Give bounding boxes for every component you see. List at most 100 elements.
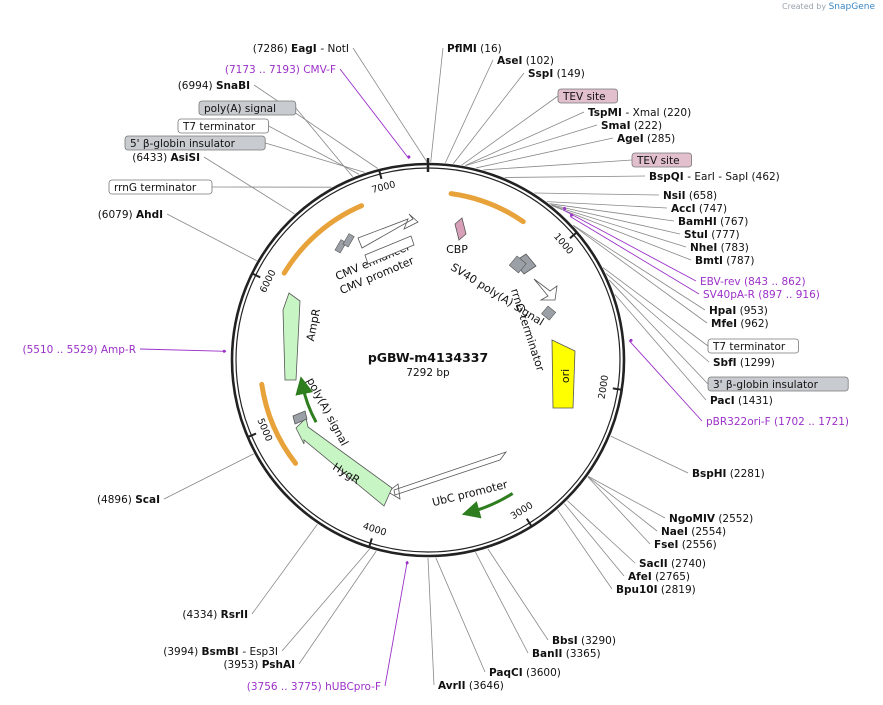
- enzyme-agei-pos: (285): [644, 133, 676, 145]
- enzyme-bspqi-extra: - EarI - SapI: [687, 171, 748, 183]
- leader-bsphi: [610, 435, 689, 474]
- feature-box-label-tev-site: TEV site: [636, 155, 680, 167]
- enzyme-acci: AccI (747): [671, 203, 727, 215]
- feature-box-label-t7-terminator: T7 terminator: [182, 121, 256, 133]
- enzyme-stui-name: StuI: [684, 229, 708, 241]
- enzyme-bmti-name: BmtI: [695, 255, 723, 267]
- enzyme-bsphi: BspHI (2281): [692, 468, 765, 480]
- enzyme-banii-name: BanII: [532, 648, 562, 660]
- enzyme-mfei-name: MfeI: [711, 318, 737, 330]
- leader-bsmbi: [281, 548, 370, 652]
- box-leader: [602, 267, 709, 347]
- enzyme-eagi-name: EagI: [291, 43, 320, 55]
- tick-mark-2000: [612, 387, 623, 391]
- enzyme-tspmi-pos: (220): [660, 107, 692, 119]
- primer-pbr322ori-f-range: (1702 .. 1721): [771, 416, 849, 428]
- enzyme-eagi-pos: (7286): [253, 43, 291, 55]
- feature-ori-shape: [551, 339, 576, 409]
- leader-snabi: [253, 84, 378, 169]
- primer-sv40pa-r: SV40pA-R (897 .. 916): [703, 289, 820, 301]
- enzyme-nsii-pos: (658): [686, 190, 718, 202]
- enzyme-stui-pos: (777): [708, 229, 740, 241]
- enzyme-afei-name: AfeI: [628, 571, 652, 583]
- enzyme-banii: BanII (3365): [532, 648, 601, 660]
- primer-amp-r-name: Amp-R: [98, 344, 137, 356]
- leader-hpai: [572, 224, 706, 311]
- enzyme-hpai-name: HpaI: [709, 305, 736, 317]
- leader-bpu10i: [557, 509, 613, 590]
- tick-mark-1000: [569, 230, 579, 239]
- feature-marker: [541, 305, 557, 321]
- enzyme-paqci-pos: (3600): [523, 667, 561, 679]
- leader-ahdi: [166, 213, 257, 262]
- primer-ebv-rev-name: EBV-rev: [700, 276, 741, 288]
- leader-naei: [587, 476, 658, 532]
- enzyme-tspmi: TspMI - XmaI (220): [588, 107, 691, 119]
- enzyme-banii-pos: (3365): [562, 648, 600, 660]
- feature-box: [124, 135, 266, 151]
- enzyme-sacii: SacII (2740): [639, 558, 706, 570]
- enzyme-pflmi: PflMI (16): [447, 43, 502, 55]
- leader-asisi: [203, 156, 295, 215]
- enzyme-snabi-pos: (6994): [178, 80, 216, 92]
- enzyme-sspi: SspI (149): [528, 68, 585, 80]
- green-primer-arrow: [295, 376, 318, 423]
- enzyme-ngomiv-pos: (2552): [715, 513, 753, 525]
- leader-agei: [476, 137, 614, 169]
- leader-tspmi: [465, 111, 585, 166]
- primer-cmv-f-range: (7173 .. 7193): [225, 64, 300, 76]
- leader-nhei: [551, 204, 687, 248]
- feature-box: [108, 179, 213, 195]
- leader-paci: [614, 294, 707, 401]
- enzyme-asei-name: AseI: [497, 55, 522, 67]
- enzyme-ngomiv-name: NgoMIV: [669, 513, 716, 525]
- enzyme-bspqi-name: BspQI: [649, 171, 687, 183]
- primer-site-cmv-f: [407, 155, 411, 159]
- label-leader-lines: [139, 47, 710, 687]
- enzyme-sbfi: SbfI (1299): [713, 357, 775, 369]
- feature-box-label-5-globin-insulator: 5' β-globin insulator: [130, 138, 236, 150]
- enzyme-snabi-name: SnaBI: [216, 80, 250, 92]
- enzyme-bsphi-name: BspHI: [692, 468, 726, 480]
- box-leader: [461, 95, 559, 166]
- feature-box: [707, 376, 849, 392]
- enzyme-rsrii-name: RsrII: [221, 609, 248, 621]
- feature-box-label-t7-terminator: T7 terminator: [712, 341, 786, 353]
- plasmid-size: 7292 bp: [406, 367, 450, 379]
- orange-feature-arc: [448, 191, 526, 225]
- enzyme-stui: StuI (777): [684, 229, 740, 241]
- leader-mfei: [573, 225, 708, 324]
- enzyme-afei: AfeI (2765): [628, 571, 690, 583]
- enzyme-hpai: HpaI (953): [709, 305, 768, 317]
- enzyme-bsmbi: (3994) BsmBI - Esp3I: [163, 646, 278, 658]
- leader-fsei: [587, 476, 651, 545]
- snapgene-credit: Created by SnapGene: [782, 2, 875, 12]
- enzyme-bsmbi-name: BsmBI: [202, 646, 243, 658]
- feature-ampr-shape: [282, 292, 301, 381]
- enzyme-bmti: BmtI (787): [695, 255, 754, 267]
- box-leader: [265, 142, 365, 173]
- enzyme-pflmi-name: PflMI: [447, 43, 477, 55]
- orange-feature-arc: [281, 203, 365, 276]
- primer-sv40pa-r-range: (897 .. 916): [755, 289, 820, 301]
- feature-box-label-rrng-terminator: rrnG terminator: [114, 182, 197, 194]
- leader-scai: [163, 453, 254, 500]
- primer-pbr322ori-f: pBR322ori-F (1702 .. 1721): [706, 416, 849, 428]
- leader-bamhi: [549, 203, 675, 222]
- enzyme-avrii-name: AvrII: [438, 680, 466, 692]
- leader-stui: [550, 204, 681, 235]
- primer-leader-sv40pa-r: [569, 216, 700, 295]
- primer-hubcpro-f: (3756 .. 3775) hUBCpro-F: [247, 681, 381, 693]
- enzyme-bpu10i-pos: (2819): [658, 584, 696, 596]
- primer-hubcpro-f-name: hUBCpro-F: [322, 681, 381, 693]
- credit-prefix: Created by: [782, 2, 827, 11]
- enzyme-rsrii-pos: (4334): [182, 609, 220, 621]
- primer-amp-r-range: (5510 .. 5529): [23, 344, 98, 356]
- enzyme-paci: PacI (1431): [710, 395, 773, 407]
- enzyme-ahdi-pos: (6079): [98, 209, 136, 221]
- leader-sbfi: [605, 273, 710, 363]
- feature-box: [177, 118, 269, 134]
- enzyme-bbsi-name: BbsI: [552, 635, 578, 647]
- leader-banii: [475, 552, 529, 654]
- enzyme-scai-name: ScaI: [135, 494, 160, 506]
